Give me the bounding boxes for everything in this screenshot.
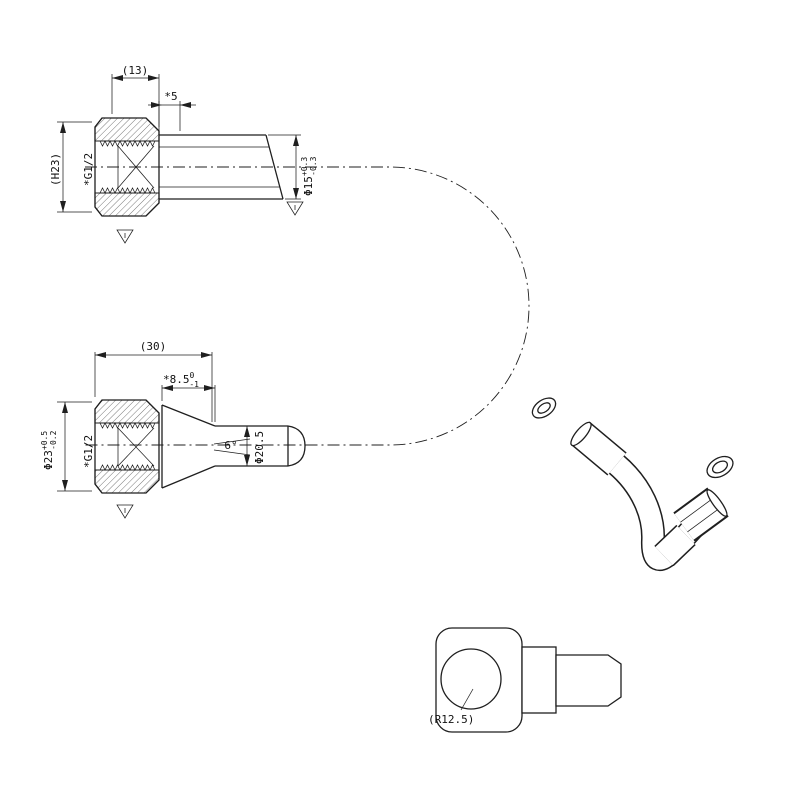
- dim-cone-length: (30): [140, 340, 167, 353]
- section-view-straight-connector: (13) *5 (H23) *G1/2 Φ15+0.3-0.3: [49, 64, 318, 244]
- nut1-thread-top: [99, 140, 156, 147]
- triangle-icon: [116, 504, 134, 519]
- cylinder-outline: [215, 425, 289, 467]
- dim-nut1-width: (13): [122, 64, 149, 77]
- nut2-thread-top: [99, 422, 156, 429]
- thread-label-2: *G1/2: [82, 435, 95, 468]
- nut1-thread-bottom: [99, 187, 156, 194]
- centerline-path: [85, 166, 530, 446]
- surface-finish-symbol-1: [116, 229, 134, 244]
- tube1-outline: [159, 134, 284, 200]
- triangle-icon: [116, 229, 134, 244]
- ferrule-fill: [571, 422, 626, 475]
- hex-nut-end-face: [706, 489, 728, 517]
- washer-left: [531, 397, 557, 419]
- dim-tube1-stickout: *5: [164, 90, 177, 103]
- dim-elbow-radius: (R12.5): [428, 713, 474, 726]
- nut2-outline: [94, 399, 160, 494]
- dim-cylinder-diameter: Φ20.5: [253, 431, 266, 464]
- elbow-nipple: [555, 654, 622, 707]
- crimp-sleeve-fill: [655, 525, 695, 566]
- washer-inner: [711, 460, 729, 474]
- elbow-detail-view: (R12.5): [428, 627, 622, 733]
- nut1-outline: [94, 117, 160, 217]
- dim-nut1-height: (H23): [49, 153, 62, 186]
- ferrule-end-face: [570, 421, 592, 447]
- elbow-step: [521, 646, 557, 714]
- surface-finish-symbol-2: [286, 201, 304, 216]
- hose-centerline-curve: [85, 166, 530, 446]
- thread-label-1: *G1/2: [82, 153, 95, 186]
- dim-nut2-diameter: Φ23+0.5-0.2: [40, 430, 58, 470]
- cylinder-round-end: [287, 425, 306, 467]
- dim-tube1-diameter: Φ15+0.3-0.3: [300, 156, 318, 196]
- dim5-extlines: [158, 101, 181, 131]
- hose-fill: [578, 429, 710, 570]
- surface-finish-symbol-3: [116, 504, 134, 519]
- tube1-bore: [159, 146, 280, 188]
- hex-nut-fill: [674, 489, 728, 540]
- dim85-extlines: [161, 385, 216, 422]
- nut2-thread-bottom: [99, 464, 156, 471]
- dim-taper-angle: 6°: [224, 439, 237, 452]
- elbow-bore-circle: [440, 648, 502, 710]
- nut2-cone-cross: [117, 427, 155, 467]
- isometric-hose-assembly: [531, 397, 734, 571]
- nut1-cone-cross: [117, 145, 155, 189]
- radius-leader-line: [460, 688, 474, 711]
- cone-outline: [161, 404, 216, 489]
- triangle-icon: [286, 201, 304, 216]
- washer-right: [706, 455, 734, 479]
- dim-thread-depth: *8.50-1: [163, 371, 199, 389]
- hex-nut-facets: [680, 496, 722, 533]
- section-view-cone-connector: 6° (30) *8.50-1 Φ23+0.5-0.2 *G1/2 Φ20.5: [40, 340, 306, 519]
- washer-inner: [537, 402, 551, 414]
